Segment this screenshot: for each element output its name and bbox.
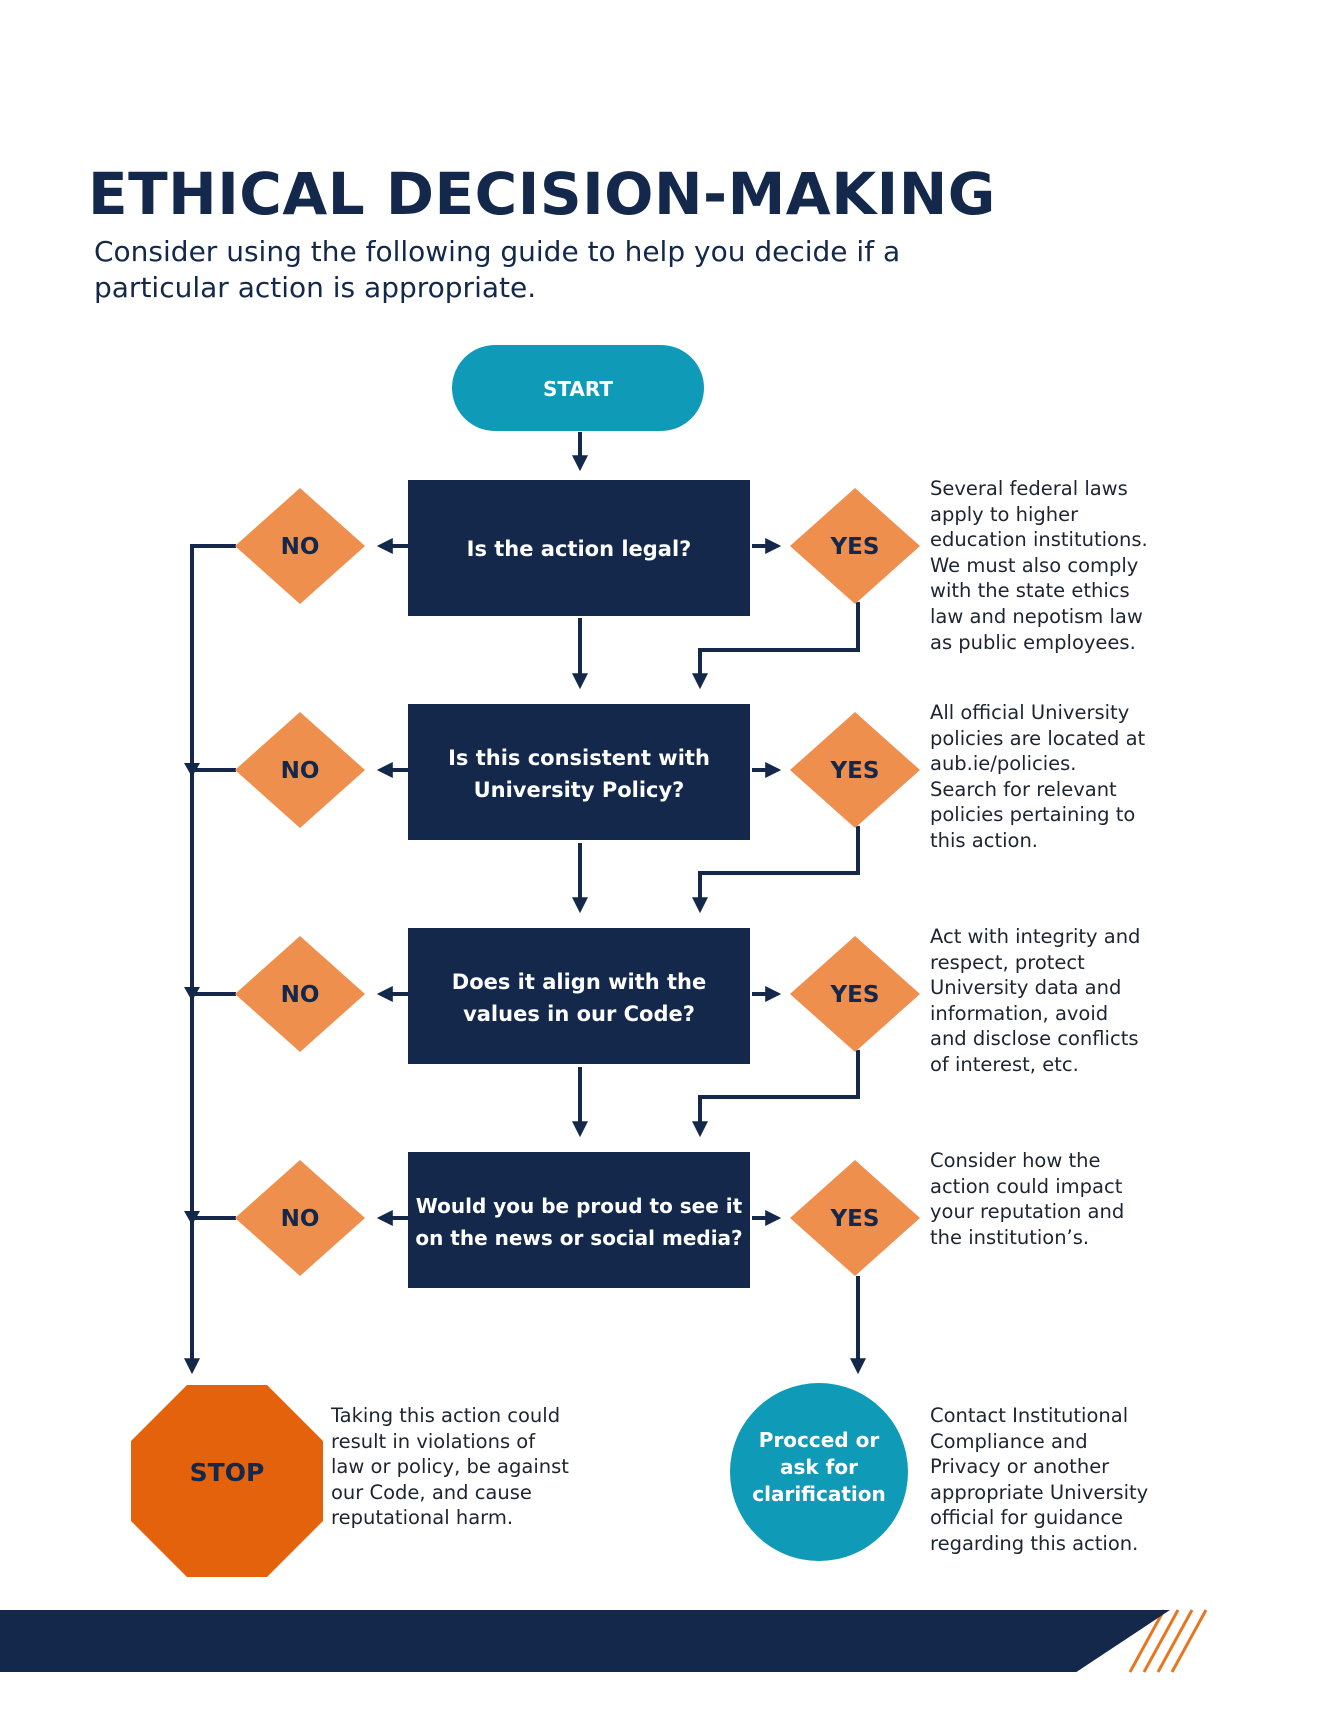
no-label-3: NO (281, 982, 320, 1008)
yes-label-2: YES (830, 758, 880, 784)
page-subtitle: Consider using the following guide to he… (94, 235, 901, 304)
no-label-2: NO (281, 758, 320, 784)
yes-diamond-1: YES (790, 488, 920, 604)
question-2-line1: Is this consistent with (448, 746, 710, 770)
yes-diamond-3: YES (790, 936, 920, 1052)
no-diamond-3: NO (235, 936, 365, 1052)
stop-octagon: STOP (131, 1385, 323, 1577)
arrow-yes1-down (692, 602, 860, 690)
question-box-2: Is this consistent with University Polic… (408, 704, 750, 840)
arrow-yes2-down (692, 826, 860, 914)
arrow-yes3-down (692, 1050, 860, 1138)
note-reputation: Consider how the action could impact you… (930, 1149, 1125, 1249)
connectors (184, 432, 866, 1375)
question-4-line2: on the news or social media? (415, 1226, 742, 1250)
no-label-4: NO (281, 1206, 320, 1232)
question-1-text: Is the action legal? (467, 537, 692, 561)
yes-diamond-2: YES (790, 712, 920, 828)
note-proceed: Contact Institutional Compliance and Pri… (930, 1404, 1149, 1555)
junction-4 (184, 1211, 200, 1225)
question-box-4: Would you be proud to see it on the news… (408, 1152, 750, 1288)
junction-3 (184, 987, 200, 1001)
note-legal: Several federal laws apply to higher edu… (930, 477, 1148, 654)
question-4-line1: Would you be proud to see it (416, 1194, 743, 1218)
stop-label: STOP (190, 1458, 265, 1487)
start-node: START (452, 345, 704, 431)
page-title: ETHICAL DECISION-MAKING (88, 160, 996, 228)
proceed-line2: ask for (780, 1455, 858, 1479)
note-code-values: Act with integrity and respect, protect … (930, 925, 1141, 1076)
collector-junctions (184, 763, 200, 1225)
no-diamond-2: NO (235, 712, 365, 828)
yes-label-3: YES (830, 982, 880, 1008)
no-label-1: NO (281, 534, 320, 560)
proceed-line1: Procced or (759, 1428, 880, 1452)
yes-label-1: YES (830, 534, 880, 560)
question-box-1: Is the action legal? (408, 480, 750, 616)
proceed-line3: clarification (752, 1482, 886, 1506)
no-diamond-4: NO (235, 1160, 365, 1276)
note-stop: Taking this action could result in viola… (331, 1404, 569, 1530)
junction-2 (184, 763, 200, 777)
yes-diamond-4: YES (790, 1160, 920, 1276)
footer-bar (0, 1610, 1170, 1672)
note-policy: All official University policies are loc… (930, 701, 1146, 852)
question-box-3: Does it align with the values in our Cod… (408, 928, 750, 1064)
question-3-line2: values in our Code? (463, 1002, 695, 1026)
question-3-line1: Does it align with the (452, 970, 706, 994)
question-2-line2: University Policy? (474, 778, 685, 802)
footer-stripes (1128, 1609, 1208, 1673)
no-diamond-1: NO (235, 488, 365, 604)
yes-label-4: YES (830, 1206, 880, 1232)
start-label: START (543, 377, 613, 401)
proceed-circle: Procced or ask for clarification (730, 1383, 908, 1561)
